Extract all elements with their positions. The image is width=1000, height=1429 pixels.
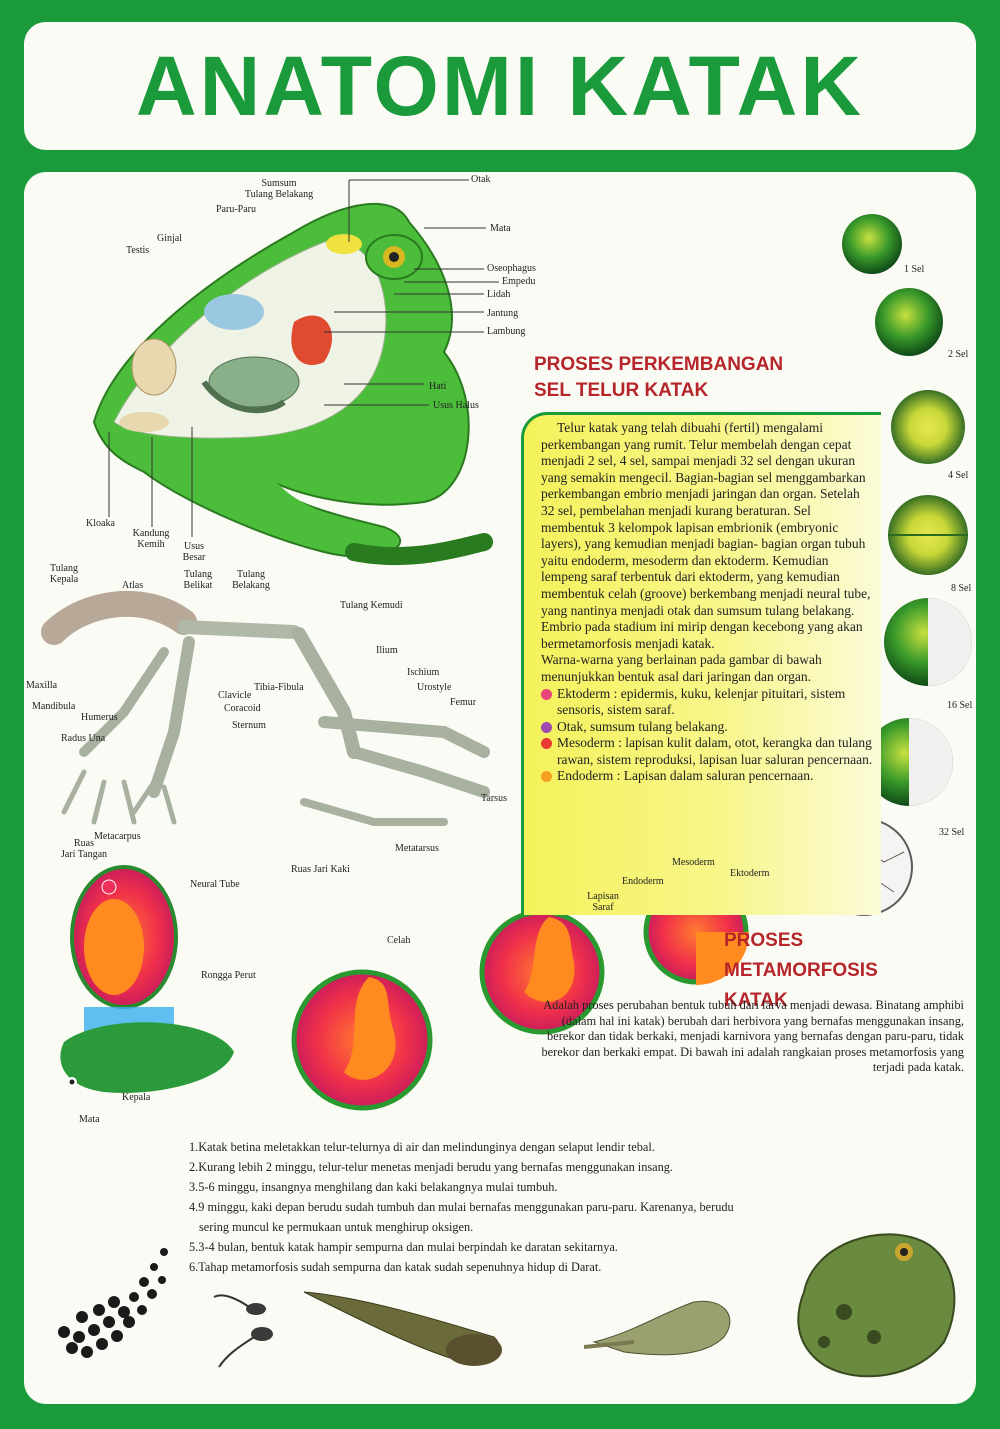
label-1-sel: 1 Sel (904, 264, 925, 275)
label-radus-una: Radus Una (61, 733, 106, 744)
development-paragraph-1: Telur katak yang telah dibuahi (fertil) … (541, 420, 871, 651)
label-32-sel: 32 Sel (939, 827, 965, 838)
label-oseophagus: Oseophagus (487, 263, 536, 274)
label-mesoderm: Mesoderm (672, 857, 715, 868)
bullet-dot (541, 771, 552, 783)
development-text: Telur katak yang telah dibuahi (fertil) … (541, 420, 876, 785)
step-6: 6.Tahap metamorfosis sudah sempurna dan … (189, 1260, 602, 1274)
label-kloaka: Kloaka (86, 518, 115, 529)
label-embryo-mata: Mata (79, 1114, 100, 1125)
cell-1-sel (842, 214, 902, 274)
label-celah: Celah (387, 935, 411, 946)
label-coracoid: Coracoid (224, 703, 261, 714)
metamorphosis-text: Adalah proses perubahan bentuk tubuh dar… (541, 998, 964, 1074)
label-tibia-fibula: Tibia-Fibula (254, 682, 304, 693)
bullet-endoderm: Endoderm : Lapisan dalam saluran pencern… (541, 768, 876, 785)
tadpole-hatchling-illustration (213, 1294, 273, 1368)
label-humerus: Humerus (81, 712, 118, 723)
bullet-otak: Otak, sumsum tulang belakang. (541, 719, 876, 736)
step-3: 3.5-6 minggu, insangnya menghilang dan k… (189, 1180, 558, 1194)
step-1: 1.Katak betina meletakkan telur-telurnya… (189, 1140, 655, 1154)
label-16-sel: 16 Sel (947, 700, 973, 711)
label-paru-paru: Paru-Paru (216, 204, 256, 215)
label-otak: Otak (471, 174, 491, 185)
label-tulang-kemudi: Tulang Kemudi (340, 600, 403, 611)
title-banner: ANATOMI KATAK (24, 22, 976, 150)
label-4-sel: 4 Sel (948, 470, 969, 481)
bullet-dot (541, 721, 552, 733)
page-title: ANATOMI KATAK (135, 39, 865, 133)
label-ektoderm: Ektoderm (730, 868, 770, 879)
froglet-illustration (583, 1300, 731, 1356)
bullet-ektoderm: Ektoderm : epidermis, kuku, kelenjar pit… (541, 686, 876, 719)
label-neural-tube: Neural Tube (190, 879, 240, 890)
bullet-dot (541, 688, 552, 700)
metamorphosis-steps: 1.Katak betina meletakkan telur-telurnya… (189, 1137, 949, 1277)
label-empedu: Empedu (502, 276, 536, 287)
label-tarsus: Tarsus (481, 793, 507, 804)
label-maxilla: Maxilla (26, 680, 58, 691)
label-lidah: Lidah (487, 289, 511, 300)
label-jantung: Jantung (487, 308, 519, 319)
step-2: 2.Kurang lebih 2 minggu, telur-telur men… (189, 1160, 673, 1174)
egg-cleavage-stages (815, 214, 972, 916)
label-ilium: Ilium (376, 645, 398, 656)
step-4: 4.9 minggu, kaki depan berudu sudah tumb… (189, 1200, 734, 1214)
metamorphosis-stages (58, 1233, 956, 1378)
label-8-sel: 8 Sel (951, 583, 972, 594)
label-testis: Testis (126, 245, 150, 256)
tadpole-embryo (60, 1022, 234, 1093)
bullet-dot (541, 738, 552, 750)
label-sternum: Sternum (232, 720, 266, 731)
label-metatarsus: Metatarsus (395, 843, 439, 854)
label-ischium: Ischium (407, 667, 440, 678)
label-kepala: Kepala (122, 1092, 151, 1103)
adult-frog-illustration (797, 1233, 956, 1378)
label-endoderm: Endoderm (622, 876, 664, 887)
label-mata: Mata (490, 223, 511, 234)
label-urostyle: Urostyle (417, 682, 452, 693)
label-rongga-perut: Rongga Perut (201, 970, 256, 981)
label-hati: Hati (429, 381, 447, 392)
bullet-mesoderm: Mesoderm : lapisan kulit dalam, otot, ke… (541, 735, 876, 768)
label-ruas-jari-kaki: Ruas Jari Kaki (291, 864, 350, 875)
cell-2-sel (875, 288, 943, 356)
development-text-box (521, 412, 881, 915)
label-ginjal: Ginjal (157, 233, 182, 244)
label-clavicle: Clavicle (218, 690, 252, 701)
cell-4-sel (891, 390, 965, 464)
tadpole-illustration (303, 1291, 502, 1366)
label-femur: Femur (450, 697, 477, 708)
frog-eggs-illustration (58, 1248, 168, 1358)
leader-lines (108, 179, 499, 537)
label-metacarpus: Metacarpus (94, 831, 141, 842)
illustrations (41, 179, 972, 1378)
label-mandibula: Mandibula (32, 701, 76, 712)
label-atlas: Atlas (122, 580, 144, 591)
frog-skeleton-illustration (41, 590, 490, 826)
development-paragraph-2: Warna-warna yang berlainan pada gambar d… (541, 652, 822, 684)
step-4-continued: sering muncul ke permukaan untuk menghir… (199, 1220, 474, 1234)
label-usus-halus: Usus Halus (433, 400, 479, 411)
label-2-sel: 2 Sel (948, 349, 969, 360)
step-5: 5.3-4 bulan, bentuk katak hampir sempurn… (189, 1240, 618, 1254)
frog-anatomy-illustration (92, 202, 493, 566)
label-lambung: Lambung (487, 326, 526, 337)
